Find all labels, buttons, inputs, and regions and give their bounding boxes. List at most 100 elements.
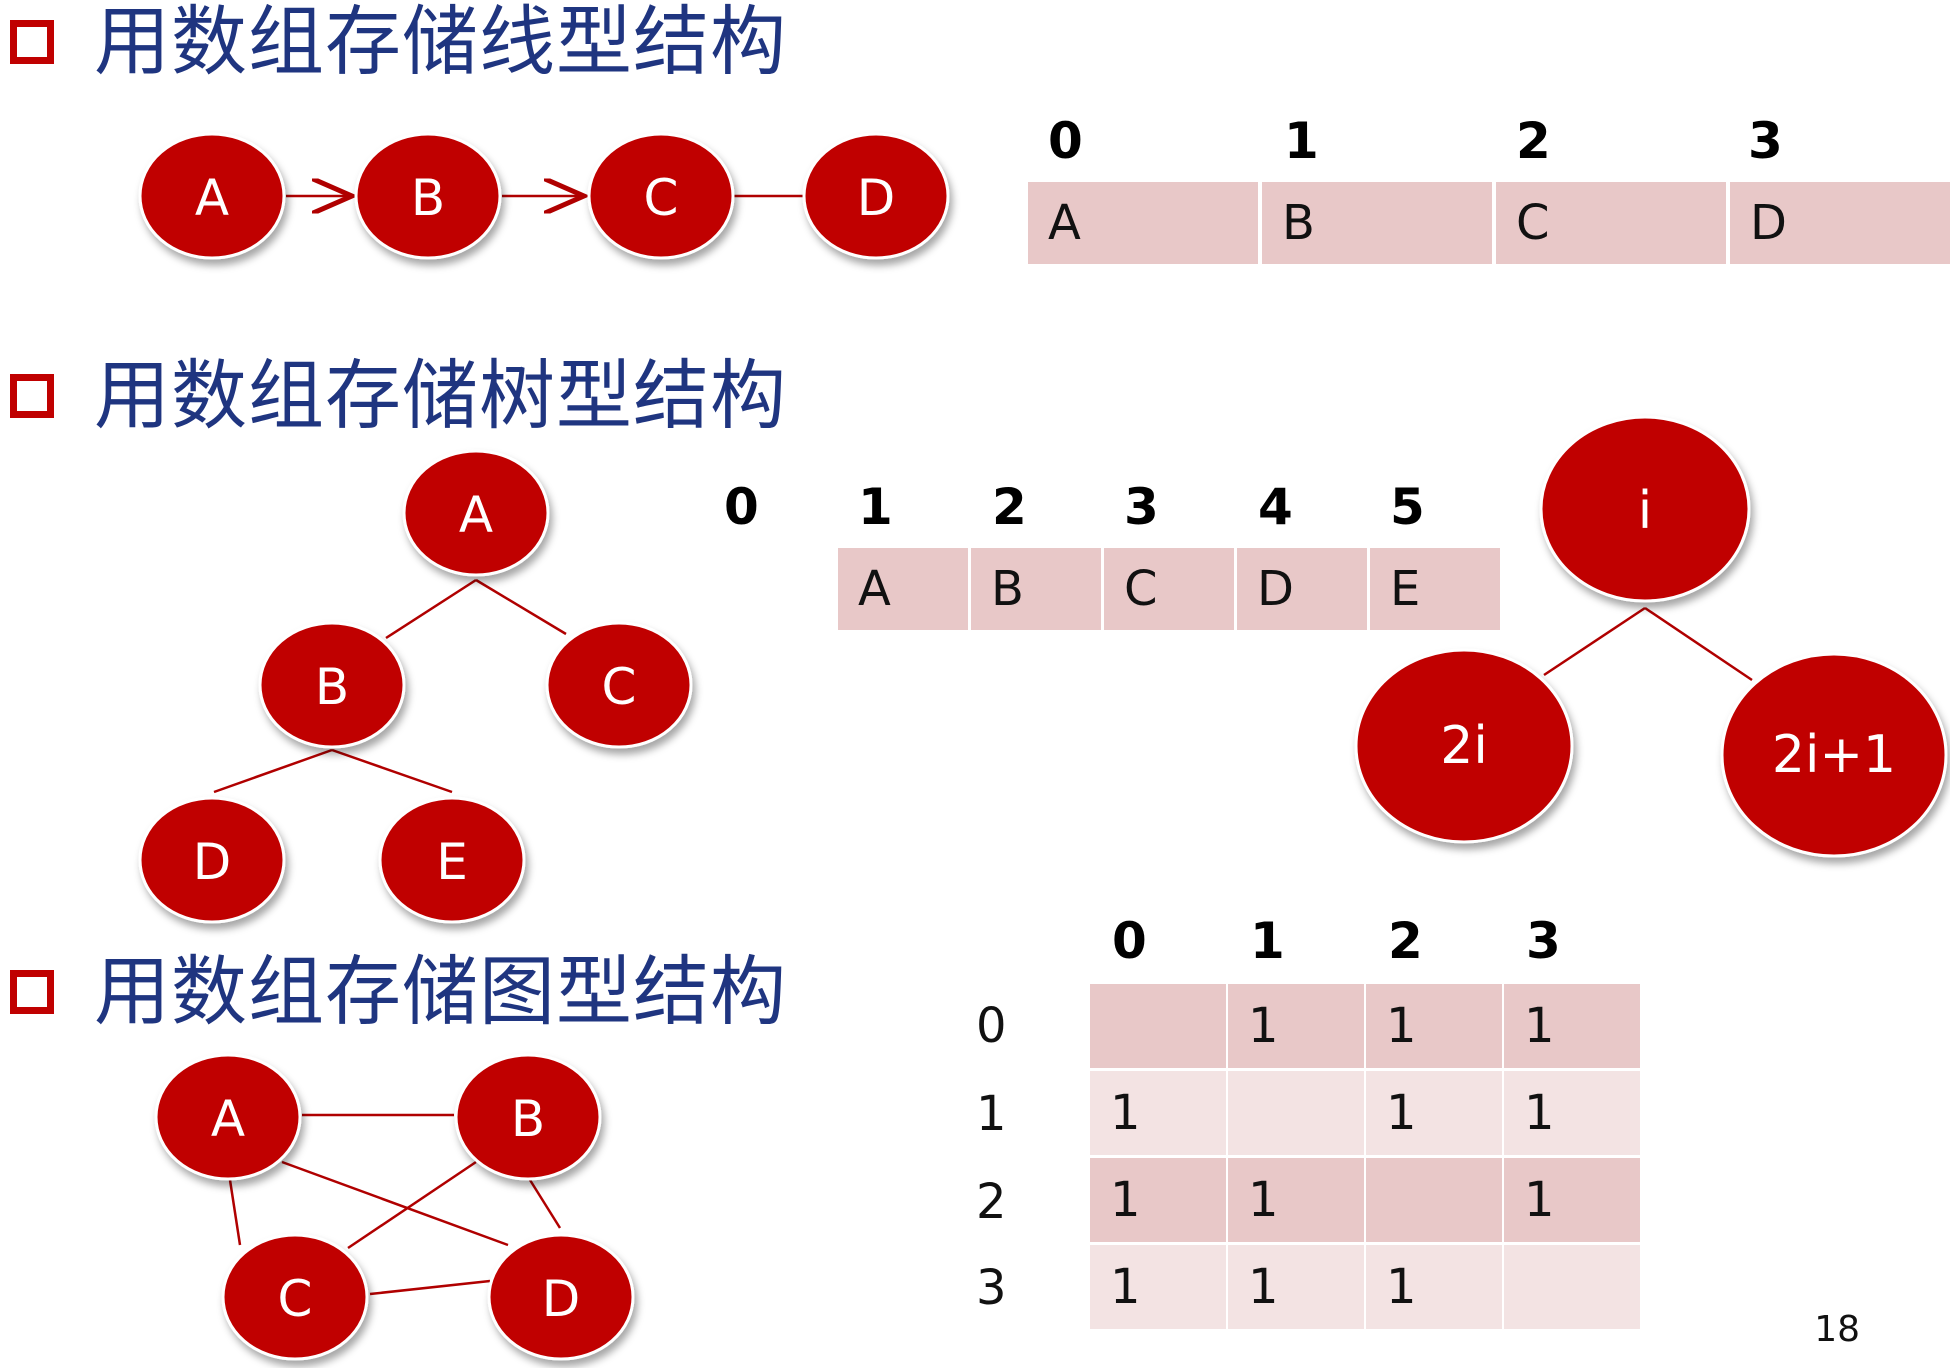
linear-node-d: D bbox=[802, 132, 950, 260]
matrix-row-header-2: 2 bbox=[976, 1174, 1007, 1230]
graph-node-d-label: D bbox=[542, 1270, 581, 1328]
matrix-cell-2-2 bbox=[1366, 1158, 1502, 1242]
graph-node-c: C bbox=[221, 1233, 369, 1361]
edge-b-d bbox=[213, 748, 333, 794]
matrix-row-header-1: 1 bbox=[976, 1086, 1007, 1142]
tree-node-d: D bbox=[138, 796, 286, 924]
checkbox-icon bbox=[10, 970, 54, 1014]
edge-b-e bbox=[331, 748, 453, 794]
tree-index-2: 2 bbox=[992, 478, 1027, 536]
edge-i-2i1 bbox=[1644, 606, 1753, 682]
matrix-row-header-3: 3 bbox=[976, 1260, 1007, 1316]
tree-cell-3: C bbox=[1104, 548, 1234, 630]
matrix-cell-1-2: 1 bbox=[1366, 1071, 1502, 1155]
graph-node-a-label: A bbox=[211, 1090, 245, 1148]
checkbox-icon bbox=[10, 374, 54, 418]
tree-node-e-label: E bbox=[436, 833, 468, 891]
tree-cell-1: A bbox=[838, 548, 968, 630]
matrix-cell-3-3 bbox=[1504, 1245, 1640, 1329]
tree-cell-5: E bbox=[1370, 548, 1500, 630]
linear-index-2: 2 bbox=[1516, 112, 1551, 170]
linear-node-c-label: C bbox=[644, 169, 679, 227]
tree-cell-4: D bbox=[1237, 548, 1367, 630]
tree-node-d-label: D bbox=[193, 833, 232, 891]
tree-node-a: A bbox=[402, 449, 550, 577]
tree-node-c-label: C bbox=[602, 658, 637, 716]
matrix-col-header-2: 2 bbox=[1388, 912, 1423, 970]
matrix-cell-3-0: 1 bbox=[1090, 1245, 1226, 1329]
tree-node-b: B bbox=[258, 621, 406, 749]
edge-a-d bbox=[281, 1160, 509, 1247]
matrix-cell-1-3: 1 bbox=[1504, 1071, 1640, 1155]
matrix-row-header-0: 0 bbox=[976, 998, 1007, 1054]
tree-index-1: 1 bbox=[858, 478, 893, 536]
linear-node-c: C bbox=[587, 132, 735, 260]
heading-graph: 用数组存储图型结构 bbox=[0, 950, 787, 1034]
formula-node-i: i bbox=[1539, 415, 1751, 603]
matrix-col-header-1: 1 bbox=[1250, 912, 1285, 970]
formula-node-2i1-label: 2i+1 bbox=[1772, 725, 1896, 785]
graph-node-b-label: B bbox=[511, 1090, 545, 1148]
checkbox-icon bbox=[10, 20, 54, 64]
matrix-cell-0-1: 1 bbox=[1228, 984, 1364, 1068]
tree-index-5: 5 bbox=[1390, 478, 1425, 536]
matrix-col-header-0: 0 bbox=[1112, 912, 1147, 970]
matrix-cell-3-1: 1 bbox=[1228, 1245, 1364, 1329]
formula-node-2i-label: 2i bbox=[1440, 716, 1488, 776]
tree-cell-2: B bbox=[971, 548, 1101, 630]
tree-index-4: 4 bbox=[1258, 478, 1293, 536]
linear-cell-2: C bbox=[1496, 182, 1726, 264]
matrix-cell-0-0 bbox=[1090, 984, 1226, 1068]
edge-i-2i bbox=[1543, 606, 1646, 677]
page-number: 18 bbox=[1814, 1309, 1860, 1350]
matrix-cell-2-3: 1 bbox=[1504, 1158, 1640, 1242]
formula-node-i-label: i bbox=[1638, 481, 1652, 541]
matrix-col-header-3: 3 bbox=[1526, 912, 1561, 970]
graph-node-d: D bbox=[487, 1233, 635, 1361]
matrix-cell-1-1 bbox=[1228, 1071, 1364, 1155]
graph-edges bbox=[228, 1113, 562, 1296]
graph-node-c-label: C bbox=[278, 1270, 313, 1328]
tree-node-b-label: B bbox=[315, 658, 349, 716]
edge-c-d bbox=[369, 1279, 491, 1296]
linear-node-a: A bbox=[138, 132, 286, 260]
tree-nodes: A B C D E bbox=[138, 449, 693, 924]
linear-index-1: 1 bbox=[1284, 112, 1319, 170]
heading-tree-text: 用数组存储树型结构 bbox=[94, 351, 787, 440]
tree-node-c: C bbox=[545, 621, 693, 749]
edge-a-b bbox=[385, 578, 477, 640]
graph-node-a: A bbox=[154, 1053, 302, 1181]
formula-node-2i: 2i bbox=[1354, 648, 1574, 844]
graph-nodes: A B C D bbox=[154, 1053, 635, 1361]
heading-tree: 用数组存储树型结构 bbox=[0, 354, 787, 438]
tree-edges bbox=[213, 578, 567, 794]
matrix-cell-3-2: 1 bbox=[1366, 1245, 1502, 1329]
heading-linear: 用数组存储线型结构 bbox=[0, 0, 787, 84]
graph-node-b: B bbox=[454, 1053, 602, 1181]
edge-a-c bbox=[228, 1179, 242, 1246]
formula-nodes: i 2i 2i+1 bbox=[1354, 415, 1948, 858]
linear-cell-1: B bbox=[1262, 182, 1492, 264]
matrix-cell-0-3: 1 bbox=[1504, 984, 1640, 1068]
formula-edges bbox=[1543, 606, 1753, 682]
linear-nodes: A B C D bbox=[138, 132, 950, 260]
linear-node-d-label: D bbox=[857, 169, 896, 227]
linear-node-a-label: A bbox=[195, 169, 229, 227]
linear-node-b-label: B bbox=[411, 169, 445, 227]
linear-cell-3: D bbox=[1730, 182, 1950, 264]
matrix-cell-2-0: 1 bbox=[1090, 1158, 1226, 1242]
heading-linear-text: 用数组存储线型结构 bbox=[94, 0, 787, 86]
edge-b-c bbox=[347, 1160, 477, 1250]
matrix-cell-1-0: 1 bbox=[1090, 1071, 1226, 1155]
edge-a-c bbox=[475, 578, 567, 636]
tree-index-3: 3 bbox=[1124, 478, 1159, 536]
linear-index-0: 0 bbox=[1048, 112, 1083, 170]
tree-node-e: E bbox=[378, 796, 526, 924]
heading-graph-text: 用数组存储图型结构 bbox=[94, 947, 787, 1036]
linear-cell-0: A bbox=[1028, 182, 1258, 264]
linear-node-b: B bbox=[354, 132, 502, 260]
matrix-cell-0-2: 1 bbox=[1366, 984, 1502, 1068]
linear-index-3: 3 bbox=[1748, 112, 1783, 170]
matrix-cell-2-1: 1 bbox=[1228, 1158, 1364, 1242]
